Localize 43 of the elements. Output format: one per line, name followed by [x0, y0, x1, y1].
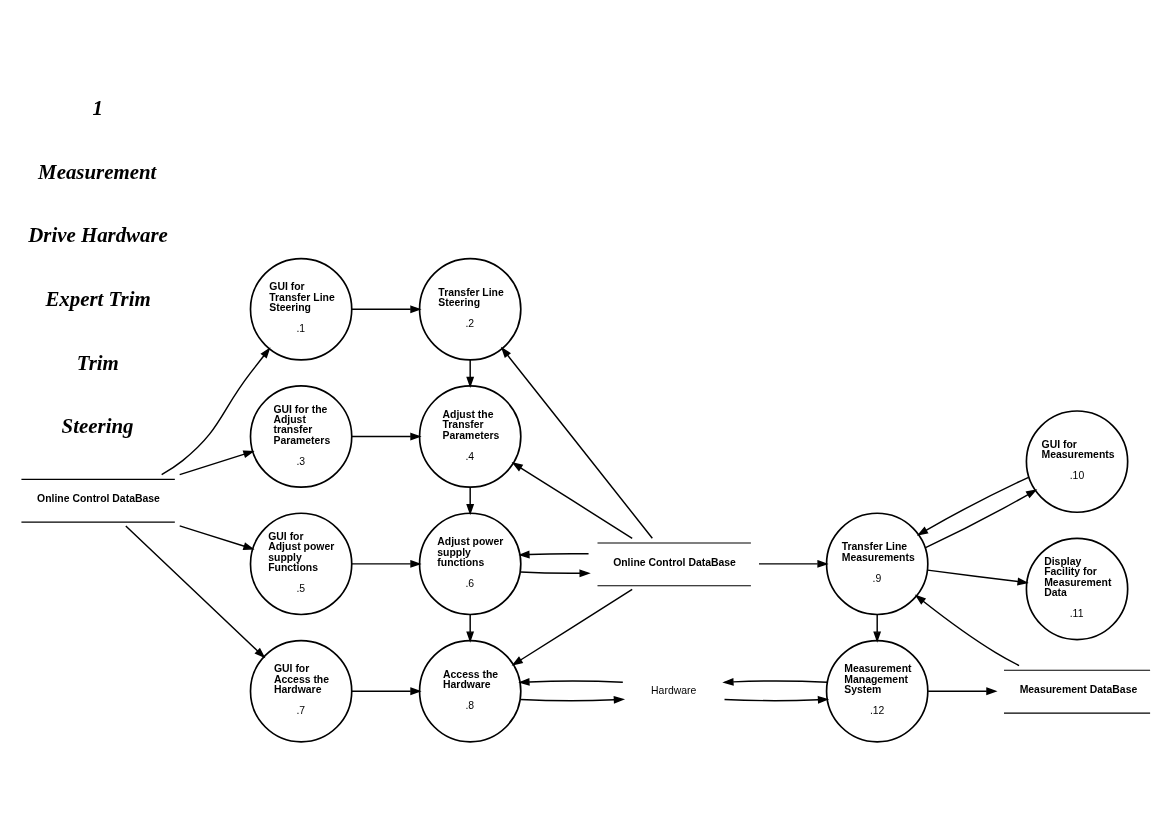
node-text: Online Control DataBase — [613, 556, 736, 568]
label: Measurement — [38, 159, 157, 184]
arrow — [519, 695, 626, 704]
arrow — [723, 695, 830, 704]
node-circle: Measurement Management System .12 — [825, 639, 929, 743]
arrow — [518, 550, 590, 559]
label: Drive Hardware — [28, 223, 168, 248]
arrow — [179, 525, 255, 550]
arrow — [160, 347, 271, 476]
label: Trim — [76, 350, 119, 375]
arrow — [519, 569, 591, 578]
arrow — [179, 450, 255, 476]
label: Expert Trim — [45, 287, 151, 312]
arrow — [466, 359, 475, 389]
arrow — [758, 559, 829, 568]
node-circle: Display Facility for Measurement Data .11 — [1025, 537, 1129, 641]
node-circle: Adjust power supply functions .6 — [418, 512, 522, 616]
arrow — [466, 486, 475, 516]
label: 1 — [92, 96, 103, 121]
arrow — [351, 687, 422, 696]
node-text: Online Control DataBase — [37, 493, 160, 505]
node-text: Hardware — [651, 684, 697, 696]
arrow — [926, 569, 1029, 586]
arrow — [873, 614, 882, 643]
arrow — [351, 305, 422, 314]
arrow — [125, 525, 266, 659]
node-circle: GUI for Access the Hardware .7 — [249, 639, 353, 743]
node-circle: GUI for the Adjust transfer Parameters .3 — [249, 385, 353, 488]
arrow — [511, 588, 633, 666]
arrow — [924, 489, 1038, 549]
node-text: Measurement DataBase — [1019, 684, 1138, 696]
label: Steering — [61, 414, 134, 439]
arrow — [500, 346, 654, 539]
arrow — [722, 677, 828, 686]
arrow — [518, 677, 624, 686]
node-circle: GUI for Adjust power supply Functions .5 — [249, 512, 353, 616]
arrow — [466, 614, 475, 643]
arrow — [914, 594, 1020, 667]
arrow — [511, 462, 633, 540]
arrow — [927, 687, 998, 696]
arrow — [351, 559, 422, 568]
arrow — [916, 476, 1030, 536]
arrow — [351, 432, 422, 441]
